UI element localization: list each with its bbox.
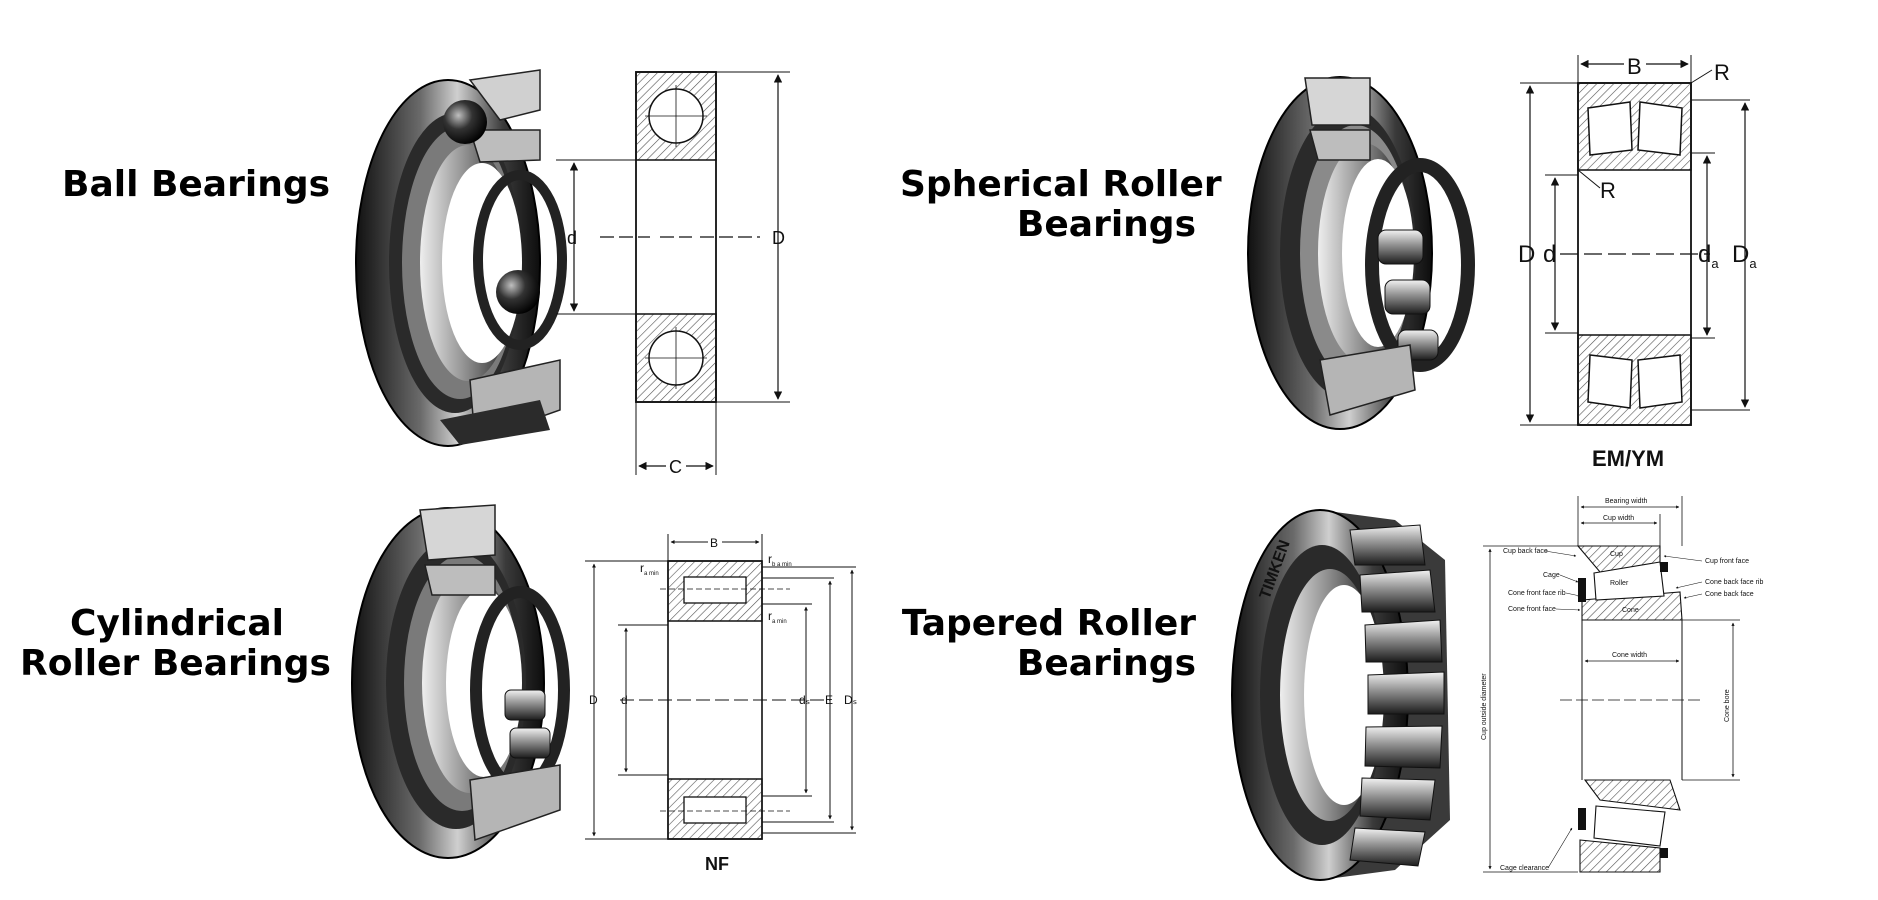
cylindrical-bearing-section-diagram: B ra min rb a min ra min D d dₛ E Dₛ NF [585, 534, 857, 874]
cylindrical-dim-B: B [710, 536, 718, 550]
tapered-label-cup-width: Cup width [1603, 515, 1634, 522]
tapered-roller-bearings-title: Tapered Roller Bearings [900, 604, 1196, 684]
tapered-label-bearing-width: Bearing width [1605, 498, 1648, 505]
cylindrical-roller-bearings-title: Cylindrical Roller Bearings [20, 603, 331, 684]
ball-dim-D: D [772, 228, 785, 248]
tapered-label-cage-clearance: Cage clearance [1500, 865, 1549, 872]
ball-dim-d: d [567, 228, 577, 248]
tapered-label-cage: Cage [1543, 572, 1560, 579]
spherical-title-line-2: Bearings [1016, 204, 1196, 245]
cylindrical-dim-rbmin-main: r [768, 552, 772, 566]
ball-bearing-section-diagram: d D C [556, 71, 790, 477]
cylindrical-dim-D: D [589, 693, 598, 707]
tapered-label-cone-front-face: Cone front face [1508, 606, 1556, 613]
spherical-roller-bearings-title: Spherical Roller Bearings [900, 164, 1222, 245]
tapered-bearing-photo: TIMKEN [1231, 509, 1450, 881]
spherical-dim-Da-main: D [1732, 241, 1749, 268]
spherical-dim-D: D [1518, 241, 1535, 268]
spherical-dim-da-main: d [1698, 241, 1711, 268]
cylindrical-dim-rbmin-sub: b a min [772, 562, 792, 568]
spherical-dim-R-outer: R [1714, 60, 1730, 85]
ball-dim-C: C [669, 457, 682, 477]
spherical-dim-Da-sub: a [1749, 256, 1757, 271]
cylindrical-dim-ramin-main: r [640, 561, 644, 575]
cylindrical-dim-d: d [621, 693, 628, 707]
cylindrical-dim-E: E [825, 693, 833, 707]
tapered-label-cone: Cone [1622, 607, 1639, 614]
spherical-dim-Da: Da [1732, 241, 1757, 271]
tapered-label-cup-front-face: Cup front face [1705, 558, 1749, 565]
tapered-label-cone-bore: Cone bore [1724, 689, 1731, 722]
spherical-dim-R-inner: R [1600, 178, 1616, 203]
ball-1 [443, 100, 487, 144]
tapered-label-cone-front-face-rib: Cone front face rib [1508, 590, 1566, 597]
spherical-dim-da-sub: a [1711, 256, 1719, 271]
tapered-title-line-2: Bearings [1016, 643, 1196, 684]
spherical-caption: EM/YM [1592, 446, 1664, 471]
tapered-bearing-section-diagram: Bearing width Cup width Cup back face Ca… [1481, 496, 1763, 873]
tapered-label-roller: Roller [1610, 580, 1629, 587]
ball-title-line-1: Ball Bearings [62, 164, 331, 205]
tapered-label-cup-back-face: Cup back face [1503, 548, 1548, 555]
tapered-label-cone-width: Cone width [1612, 652, 1647, 659]
cylindrical-dim-Ds: Dₛ [844, 693, 857, 707]
cylindrical-title-line-2: Roller Bearings [20, 643, 331, 684]
spherical-bearing-section-diagram: B R R D d da Da EM/YM [1518, 52, 1757, 471]
spherical-dim-da: da [1698, 241, 1719, 271]
cylindrical-dim-ds: dₛ [799, 693, 810, 707]
cylindrical-bearing-photo [351, 504, 570, 859]
cylindrical-dim-rbmin: rb a min [768, 552, 792, 568]
ball-bearings-title: Ball Bearings [62, 165, 330, 205]
tapered-title-line-1: Tapered Roller [901, 603, 1196, 644]
tapered-label-cup: Cup [1610, 551, 1623, 558]
spherical-bearing-photo [1247, 76, 1475, 430]
cylindrical-dim-ramin-inner-sub: a min [772, 619, 787, 625]
tapered-label-cone-back-face: Cone back face [1705, 591, 1754, 598]
spherical-dim-B: B [1627, 54, 1642, 79]
cylindrical-dim-ramin-sub: a min [644, 571, 659, 577]
cylindrical-caption: NF [705, 854, 729, 874]
ball-bearing-photo [355, 69, 567, 447]
cylindrical-dim-ramin-inner: ra min [768, 609, 787, 625]
tapered-label-cup-outside-diameter: Cup outside diameter [1481, 673, 1488, 740]
cylindrical-title-line-1: Cylindrical [69, 603, 284, 644]
spherical-title-line-1: Spherical Roller [900, 164, 1222, 205]
cylindrical-dim-ramin-inner-main: r [768, 609, 772, 623]
tapered-label-cone-back-face-rib: Cone back face rib [1705, 579, 1763, 586]
ball-2 [496, 270, 540, 314]
spherical-dim-d: d [1543, 241, 1556, 268]
cylindrical-dim-ramin: ra min [640, 561, 659, 577]
